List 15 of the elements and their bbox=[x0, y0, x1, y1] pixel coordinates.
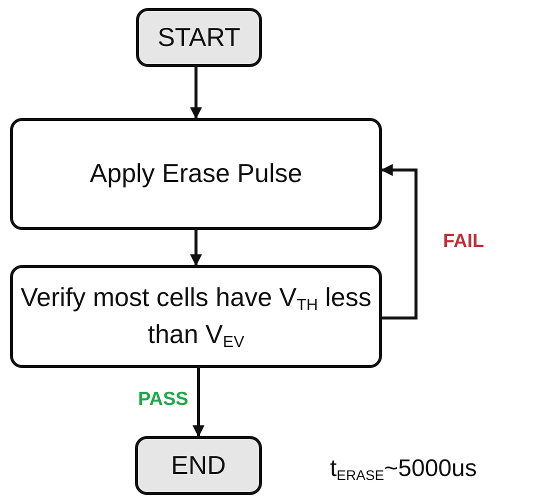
node-text: Verify most cells have V$_{TH}$ less than V$_{EV}$ bbox=[20, 280, 372, 352]
end-terminal bbox=[135, 436, 262, 495]
edge-label: FAIL bbox=[443, 231, 484, 253]
node-text: START bbox=[158, 20, 240, 54]
arrow bbox=[380, 164, 418, 320]
arrow bbox=[192, 368, 204, 438]
start-terminal bbox=[136, 8, 262, 67]
arrow bbox=[190, 67, 202, 120]
edge-label: PASS bbox=[138, 389, 188, 411]
process-box bbox=[10, 118, 382, 230]
process-box bbox=[10, 265, 382, 368]
node-text: Apply Erase Pulse bbox=[90, 157, 302, 190]
arrow bbox=[190, 230, 202, 266]
note-text: t$_{ERASE}$~5000us bbox=[330, 455, 477, 483]
node-text: END bbox=[171, 448, 226, 482]
